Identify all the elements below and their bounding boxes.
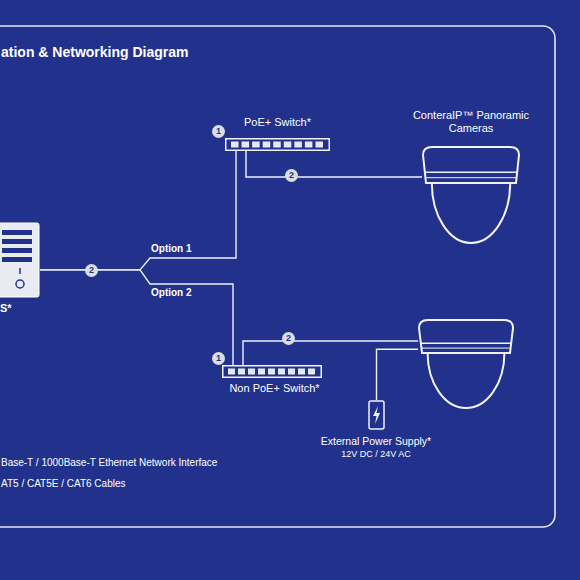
drive-bay [2,230,32,235]
text-holder: S* [0,302,30,315]
node-label: S* [0,302,30,315]
panel-border [0,26,555,527]
power-body [369,401,384,429]
label-holder: 2 [85,264,98,277]
legend-note: Base-T / 1000Base-T Ethernet Network Int… [1,457,217,469]
switch-port [231,142,239,148]
callout-number: 1 [212,352,225,365]
drive-bay [2,239,32,244]
switch-port [238,369,245,375]
network-cable [377,349,419,400]
non-poe-switch-icon [222,365,322,378]
network-cable [40,270,233,365]
label-holder: AT5 / CAT5E / CAT6 Cables [1,478,125,490]
switch-port [228,369,235,375]
network-cable [243,341,418,365]
switch-port [258,369,265,375]
edge-label-holder: Option 1 [150,243,193,255]
option-label: Option 1 [150,243,193,255]
edge-label-holder: Option 2 [150,287,193,299]
text-holder: ConteraIP™ Panoramic Cameras [406,109,536,135]
dome-bubble [428,353,505,408]
panoramic-camera-icon [422,145,520,245]
callout-number: 2 [282,332,295,345]
indicator [19,268,21,274]
switch-body [223,366,322,378]
switch-port [294,142,302,148]
text-holder: External Power Supply* [296,435,456,448]
camera-housing [419,320,513,353]
text-holder: Non PoE+ Switch* [212,382,337,395]
lightning-bolt [373,406,380,424]
switch-port [288,369,295,375]
power-supply-icon [368,400,385,430]
label-holder: 2 [285,169,298,182]
callout-number: 2 [85,264,98,277]
poe-switch-icon [225,138,330,151]
switch-port [242,142,250,148]
server-case [0,223,39,297]
panoramic-camera [418,318,514,410]
power-button [16,280,24,288]
node-label: ConteraIP™ Panoramic Cameras [406,109,536,135]
node-label: Non PoE+ Switch* [212,382,337,395]
housing-band [421,348,511,349]
option-label: Option 2 [150,287,193,299]
server-tower-icon [0,222,40,298]
server-tower: S* [0,222,40,298]
switch-port [278,369,285,375]
label-holder: 2 [282,332,295,345]
title-holder: ation & Networking Diagram [1,44,188,61]
callout-number: 2 [285,169,298,182]
panoramic-camera: ConteraIP™ Panoramic Cameras [422,145,520,245]
switch-port [248,369,255,375]
text-holder: 12V DC / 24V AC [296,449,456,460]
power-supply: External Power Supply*12V DC / 24V AC [368,400,385,430]
node-label: External Power Supply* [296,435,456,448]
drive-bay [2,248,32,253]
drive-bay [2,257,32,262]
switch-port [284,142,292,148]
node-label: PoE+ Switch* [215,116,340,129]
housing-band [425,177,517,178]
label-holder: 1 [212,125,225,138]
dome-bubble [432,183,510,243]
switch-body [226,139,330,151]
switch-port [308,369,315,375]
switch-port [263,142,271,148]
camera-housing [423,147,519,183]
callout-number: 1 [212,125,225,138]
non-poe-switch: Non PoE+ Switch* [222,365,322,378]
network-cable [246,151,422,177]
switch-port [305,142,313,148]
switch-port [273,142,281,148]
label-holder: 1 [212,352,225,365]
switch-port [268,369,275,375]
housing-band [424,172,518,174]
switch-port [315,142,323,148]
node-label: 12V DC / 24V AC [296,449,456,460]
label-holder: Base-T / 1000Base-T Ethernet Network Int… [1,457,217,469]
network-cable [40,151,236,270]
diagram-title: ation & Networking Diagram [1,44,188,61]
poe-switch: PoE+ Switch* [225,138,330,151]
legend-note: AT5 / CAT5E / CAT6 Cables [1,478,125,490]
switch-port [298,369,305,375]
switch-port [252,142,260,148]
housing-band [420,342,512,344]
text-holder: PoE+ Switch* [215,116,340,129]
panoramic-camera-icon [418,318,514,410]
